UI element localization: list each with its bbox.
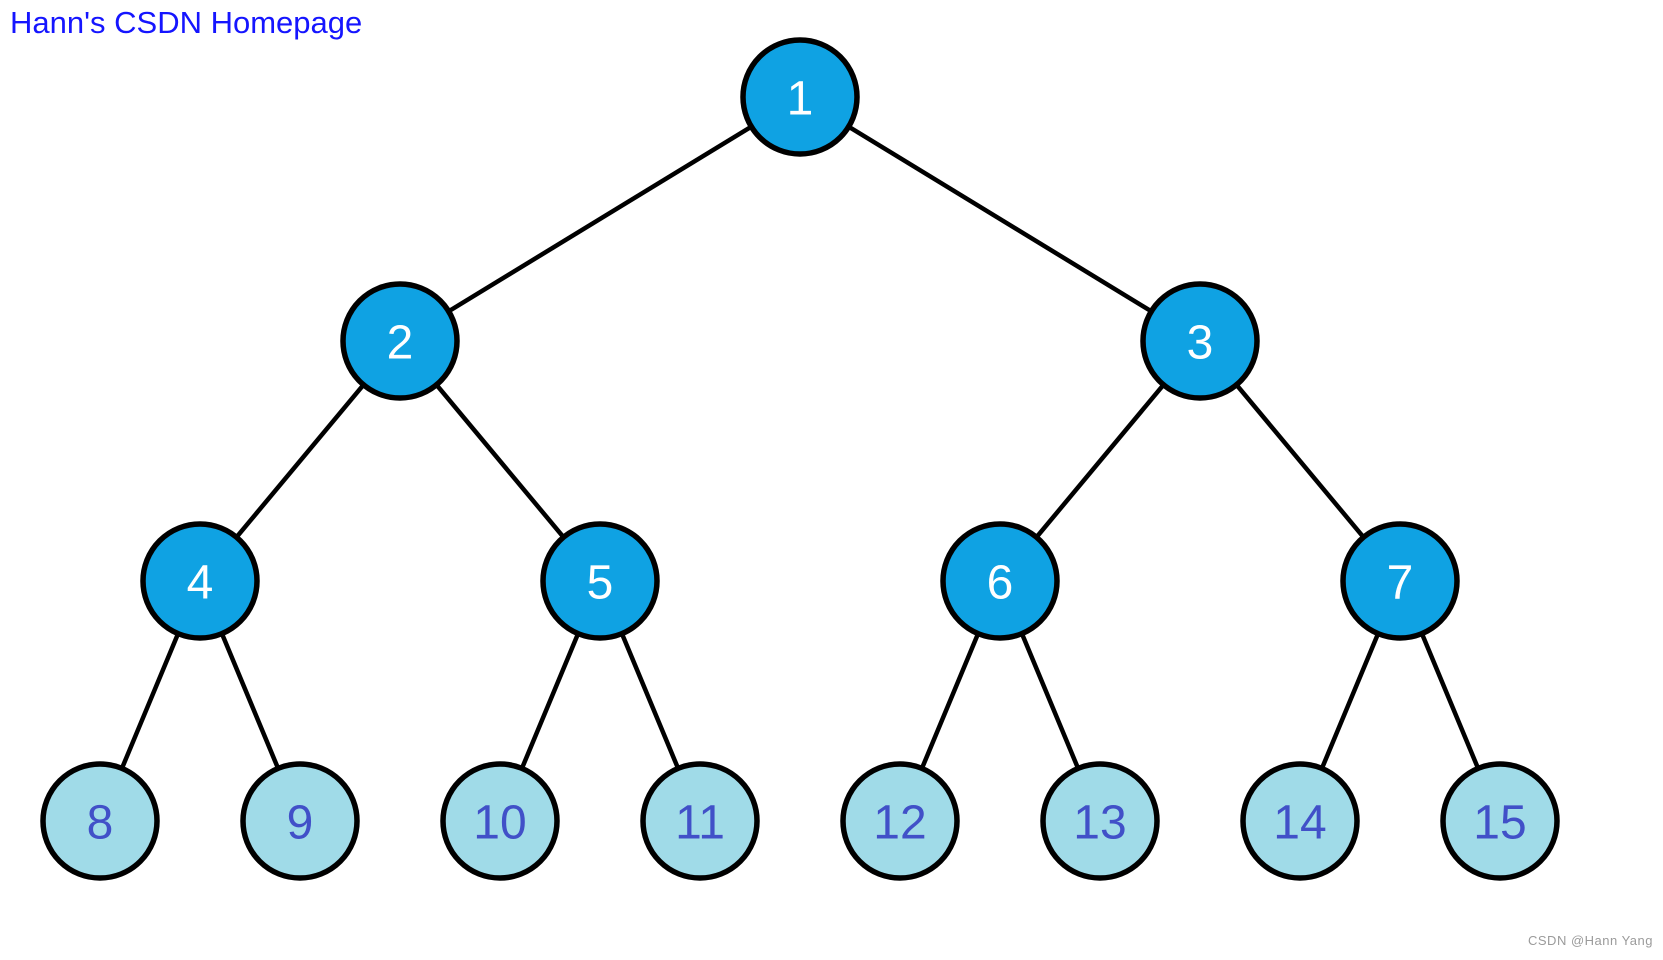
node-circle-14 — [1240, 761, 1360, 881]
tree-node-1: 1 — [740, 37, 860, 157]
node-circle-11 — [640, 761, 760, 881]
tree-node-15: 15 — [1440, 761, 1560, 881]
tree-node-8: 8 — [40, 761, 160, 881]
node-circle-3 — [1140, 281, 1260, 401]
node-circle-4 — [140, 521, 260, 641]
tree-node-6: 6 — [940, 521, 1060, 641]
tree-node-10: 10 — [440, 761, 560, 881]
node-circle-15 — [1440, 761, 1560, 881]
tree-node-2: 2 — [340, 281, 460, 401]
tree-node-13: 13 — [1040, 761, 1160, 881]
tree-node-9: 9 — [240, 761, 360, 881]
tree-node-4: 4 — [140, 521, 260, 641]
node-circle-9 — [240, 761, 360, 881]
node-circle-12 — [840, 761, 960, 881]
node-circle-6 — [940, 521, 1060, 641]
node-circle-2 — [340, 281, 460, 401]
node-circle-13 — [1040, 761, 1160, 881]
tree-node-14: 14 — [1240, 761, 1360, 881]
tree-edge-1-2 — [398, 95, 802, 343]
node-circle-1 — [740, 37, 860, 157]
tree-node-3: 3 — [1140, 281, 1260, 401]
tree-node-12: 12 — [840, 761, 960, 881]
tree-node-11: 11 — [640, 761, 760, 881]
tree-node-7: 7 — [1340, 521, 1460, 641]
node-circle-8 — [40, 761, 160, 881]
watermark-text: CSDN @Hann Yang — [1528, 933, 1653, 948]
tree-node-5: 5 — [540, 521, 660, 641]
node-circle-5 — [540, 521, 660, 641]
node-circle-10 — [440, 761, 560, 881]
node-circle-7 — [1340, 521, 1460, 641]
tree-edge-1-3 — [798, 95, 1202, 343]
page-title-link[interactable]: Hann's CSDN Homepage — [10, 5, 363, 40]
